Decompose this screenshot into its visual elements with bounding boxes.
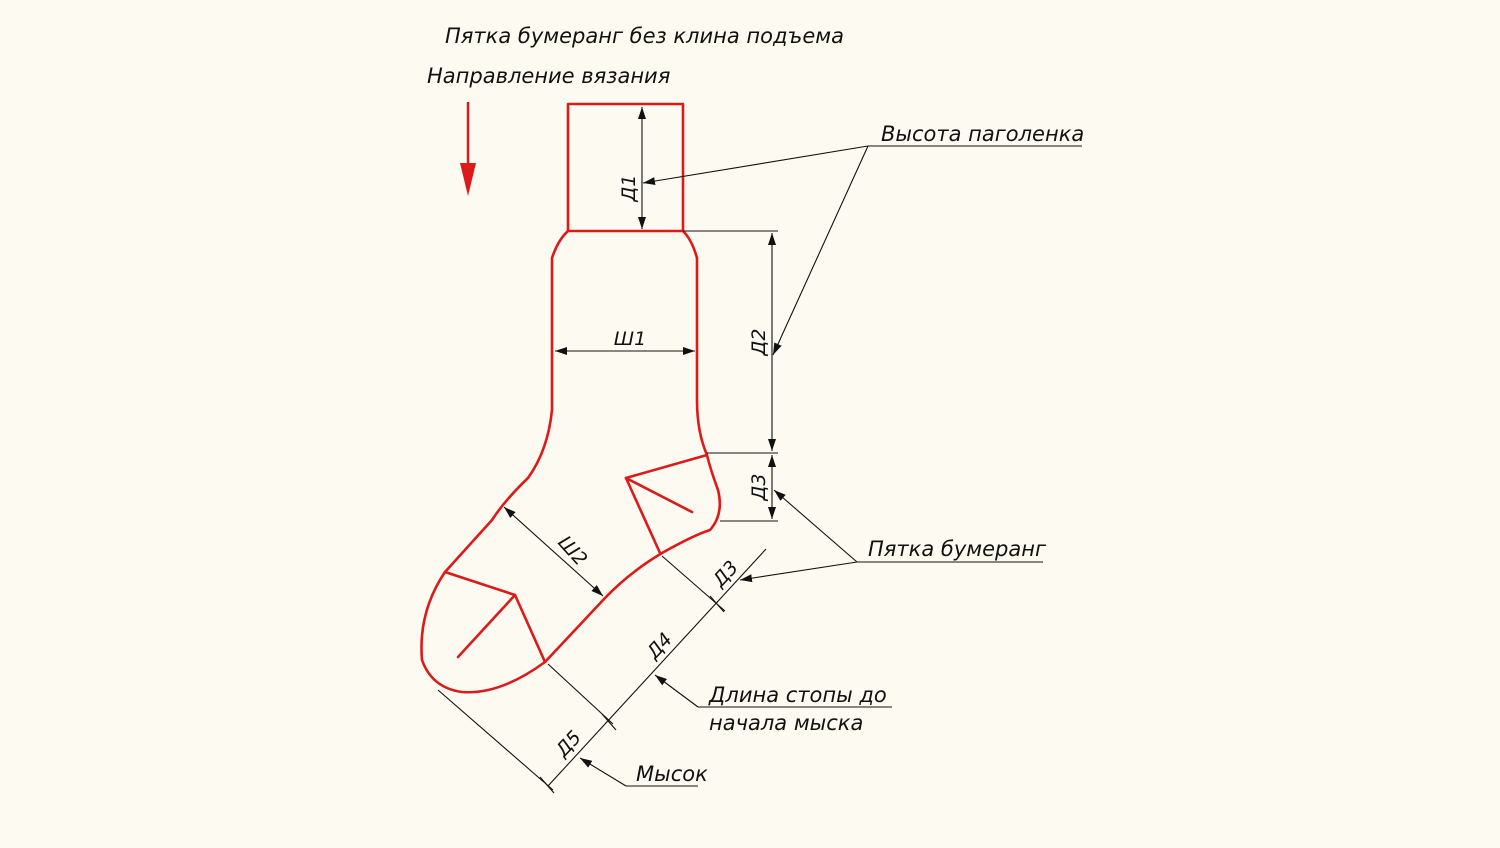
- callout-cuff-height-label: Высота паголенка: [881, 122, 1084, 146]
- dimension-d2-d3-vertical: Д2 Д3: [683, 230, 778, 522]
- dimension-w2-label: Ш2: [553, 532, 591, 571]
- dimension-d3-vertical-label: Д3: [748, 474, 770, 502]
- dimension-d1: Д1: [618, 107, 646, 229]
- callout-foot-length-line2: начала мыска: [709, 711, 863, 735]
- callout-cuff-height: Высота паголенка: [642, 122, 1084, 356]
- dimension-d2-label: Д2: [748, 329, 770, 357]
- callout-toe-label: Мысок: [636, 762, 708, 786]
- heel-type-title: Пятка бумеранг без клина подъема: [445, 24, 844, 48]
- dimension-w1-label: Ш1: [614, 328, 646, 350]
- dimension-w1: Ш1: [555, 328, 695, 355]
- dimension-d5-label: Д5: [551, 727, 586, 762]
- knit-direction-label: Направление вязания: [427, 64, 670, 88]
- dimension-d1-label: Д1: [618, 175, 640, 203]
- heel-triangle: [624, 453, 709, 555]
- leg-and-foot-contour: [420, 229, 722, 694]
- sock-outline: [420, 102, 722, 694]
- callout-boomerang-heel-label: Пятка бумеранг: [868, 537, 1047, 561]
- cuff-rectangle: [566, 102, 685, 233]
- dimension-w2: Ш2: [503, 506, 604, 597]
- toe-triangle: [443, 570, 547, 664]
- callout-boomerang-heel: Пятка бумеранг: [739, 489, 1047, 583]
- callout-foot-length: Длина стопы до начала мыска: [654, 674, 892, 735]
- dimension-d3-sole-label: Д3: [708, 557, 743, 592]
- callout-toe: Мысок: [579, 757, 708, 787]
- knit-direction-arrow: [460, 102, 476, 196]
- dimension-d4-label: Д4: [642, 629, 677, 664]
- callout-foot-length-line1: Длина стопы до: [708, 683, 887, 707]
